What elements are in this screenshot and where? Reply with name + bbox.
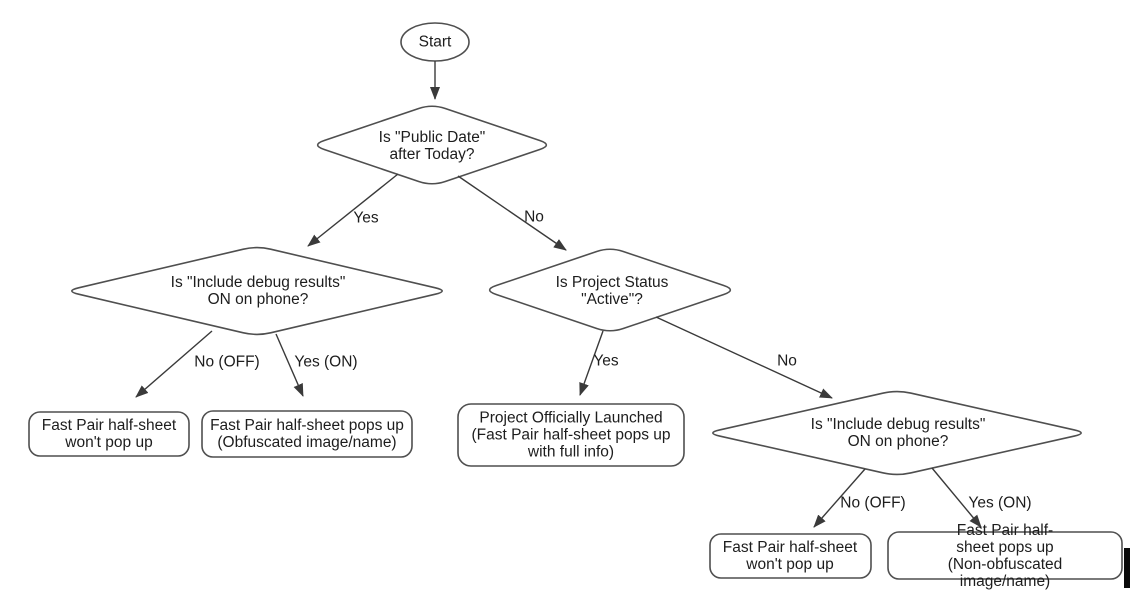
decision-project-status-shape	[488, 248, 732, 332]
edge-label-debug-right-no: No (OFF)	[840, 494, 906, 512]
decision-public-date-label: Is "Public Date" after Today?	[378, 128, 486, 163]
start-label: Start	[418, 33, 452, 51]
result-obfuscated-shape	[201, 410, 413, 458]
result-non-obfuscated-shape	[887, 531, 1123, 580]
edge-debug-right-no	[813, 468, 866, 528]
result-obfuscated-label: Fast Pair half-sheet pops up (Obfuscated…	[210, 416, 404, 451]
edge-label-debug-left-no: No (OFF)	[194, 353, 260, 371]
edge-project-status-yes	[579, 330, 604, 396]
decision-project-status-label: Is Project Status "Active"?	[555, 273, 669, 308]
edge-label-debug-right-yes: Yes (ON)	[968, 494, 1032, 512]
text-cursor-artifact	[1124, 548, 1130, 588]
edge-label-project-status-yes: Yes	[593, 352, 619, 370]
result-launched-label: Project Officially Launched (Fast Pair h…	[471, 409, 671, 461]
edge-public-date-yes	[307, 173, 399, 247]
result-no-popup-left-shape	[28, 411, 190, 457]
edge-debug-right-yes	[931, 467, 982, 528]
decision-public-date-shape	[316, 105, 548, 185]
decision-debug-right-label: Is "Include debug results" ON on phone?	[810, 415, 986, 450]
edge-public-date-no	[457, 175, 567, 251]
edge-label-debug-left-yes: Yes (ON)	[294, 353, 358, 371]
edge-debug-left-no	[135, 330, 213, 398]
decision-debug-right-shape	[712, 390, 1082, 476]
decision-debug-left-label: Is "Include debug results" ON on phone?	[170, 273, 346, 308]
result-no-popup-left-label: Fast Pair half-sheet won't pop up	[41, 416, 177, 451]
edge-label-public-date-yes: Yes	[353, 209, 379, 227]
result-non-obfuscated-label: Fast Pair half-sheet pops up (Non-obfusc…	[947, 521, 1063, 591]
result-no-popup-right-shape	[709, 533, 872, 579]
decision-debug-left-shape	[71, 246, 443, 336]
edge-label-project-status-no: No	[777, 352, 797, 370]
edge-label-public-date-no: No	[524, 208, 544, 226]
edge-project-status-no	[655, 316, 833, 399]
edge-debug-left-yes	[275, 333, 304, 397]
result-launched-shape	[457, 403, 685, 467]
result-no-popup-right-label: Fast Pair half-sheet won't pop up	[722, 538, 858, 573]
